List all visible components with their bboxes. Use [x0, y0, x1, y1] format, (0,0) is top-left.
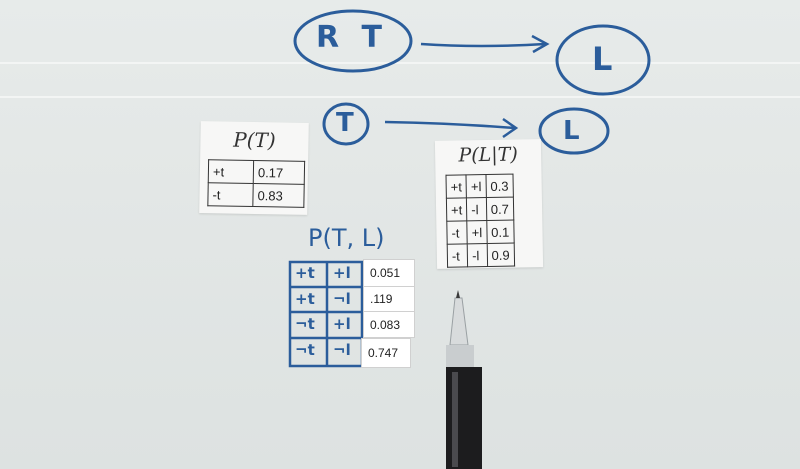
cell-l: +l	[467, 220, 487, 244]
board-ruling	[0, 62, 800, 64]
cell-l: +l	[466, 174, 487, 198]
cell-t: +t	[446, 197, 468, 222]
joint-row-4-l: ¬l	[333, 341, 351, 359]
joint-row-2-t: +t	[295, 290, 315, 308]
card-pt-title: P(T)	[233, 127, 276, 153]
table-row: +t 0.17	[208, 159, 305, 185]
node-label-rt: R T	[316, 20, 389, 55]
joint-value-1: 0.051	[363, 259, 415, 287]
cell-p: 0.9	[486, 243, 515, 267]
node-label-t: T	[336, 108, 354, 138]
table-row: -t -l 0.9	[447, 243, 515, 268]
cell-t: -t	[446, 220, 468, 245]
table-row: -t +l 0.1	[446, 220, 514, 245]
joint-grid	[288, 260, 364, 368]
cell-t: +t	[445, 174, 467, 199]
joint-value-3: 0.083	[363, 311, 415, 338]
board-ruling	[0, 96, 800, 98]
cell-t: -t	[447, 243, 468, 268]
arrowhead-mid	[502, 117, 519, 139]
cell-p: 0.17	[253, 160, 305, 185]
joint-row-1-l: +l	[333, 264, 351, 282]
joint-value-4: 0.747	[361, 338, 411, 368]
node-label-l-top: L	[592, 40, 613, 78]
joint-title: P(T, L)	[308, 224, 385, 252]
cell-p: 0.1	[486, 220, 514, 244]
cell-p: 0.83	[252, 183, 305, 208]
pen	[446, 290, 482, 469]
cell-t: +t	[208, 159, 254, 184]
joint-row-3-l: +l	[333, 315, 351, 333]
card-plt-table: +t +l 0.3 +t -l 0.7 -t +l 0.1 -t -l 0.9	[445, 174, 515, 268]
card-plt-title: P(L|T)	[458, 143, 518, 167]
joint-row-3-t: ¬t	[295, 315, 315, 333]
cell-l: -l	[466, 197, 487, 221]
joint-value-2: .119	[363, 286, 415, 312]
arrow-mid	[384, 120, 515, 130]
cell-p: 0.7	[486, 197, 514, 221]
card-plt: P(L|T) +t +l 0.3 +t -l 0.7 -t +l 0.1 -t …	[434, 139, 544, 269]
card-pt: P(T) +t 0.17 -t 0.83	[199, 121, 309, 215]
node-circle-l-mid	[538, 107, 610, 155]
cell-p: 0.3	[485, 174, 514, 198]
arrowhead-top	[531, 34, 550, 54]
node-label-l-mid: L	[563, 116, 580, 146]
cell-l: -l	[467, 243, 488, 267]
card-pt-table: +t 0.17 -t 0.83	[207, 159, 305, 208]
node-circle-rt	[293, 9, 413, 73]
joint-row-2-l: ¬l	[333, 290, 351, 308]
joint-row-4-t: ¬t	[295, 341, 315, 359]
table-row: +t -l 0.7	[446, 197, 514, 222]
arrow-top	[420, 42, 546, 48]
cell-t: -t	[207, 182, 254, 207]
table-row: -t 0.83	[207, 182, 305, 208]
joint-row-1-t: +t	[295, 264, 315, 282]
table-row: +t +l 0.3	[445, 174, 514, 199]
node-circle-t	[322, 102, 370, 146]
node-circle-l-top	[555, 24, 651, 96]
